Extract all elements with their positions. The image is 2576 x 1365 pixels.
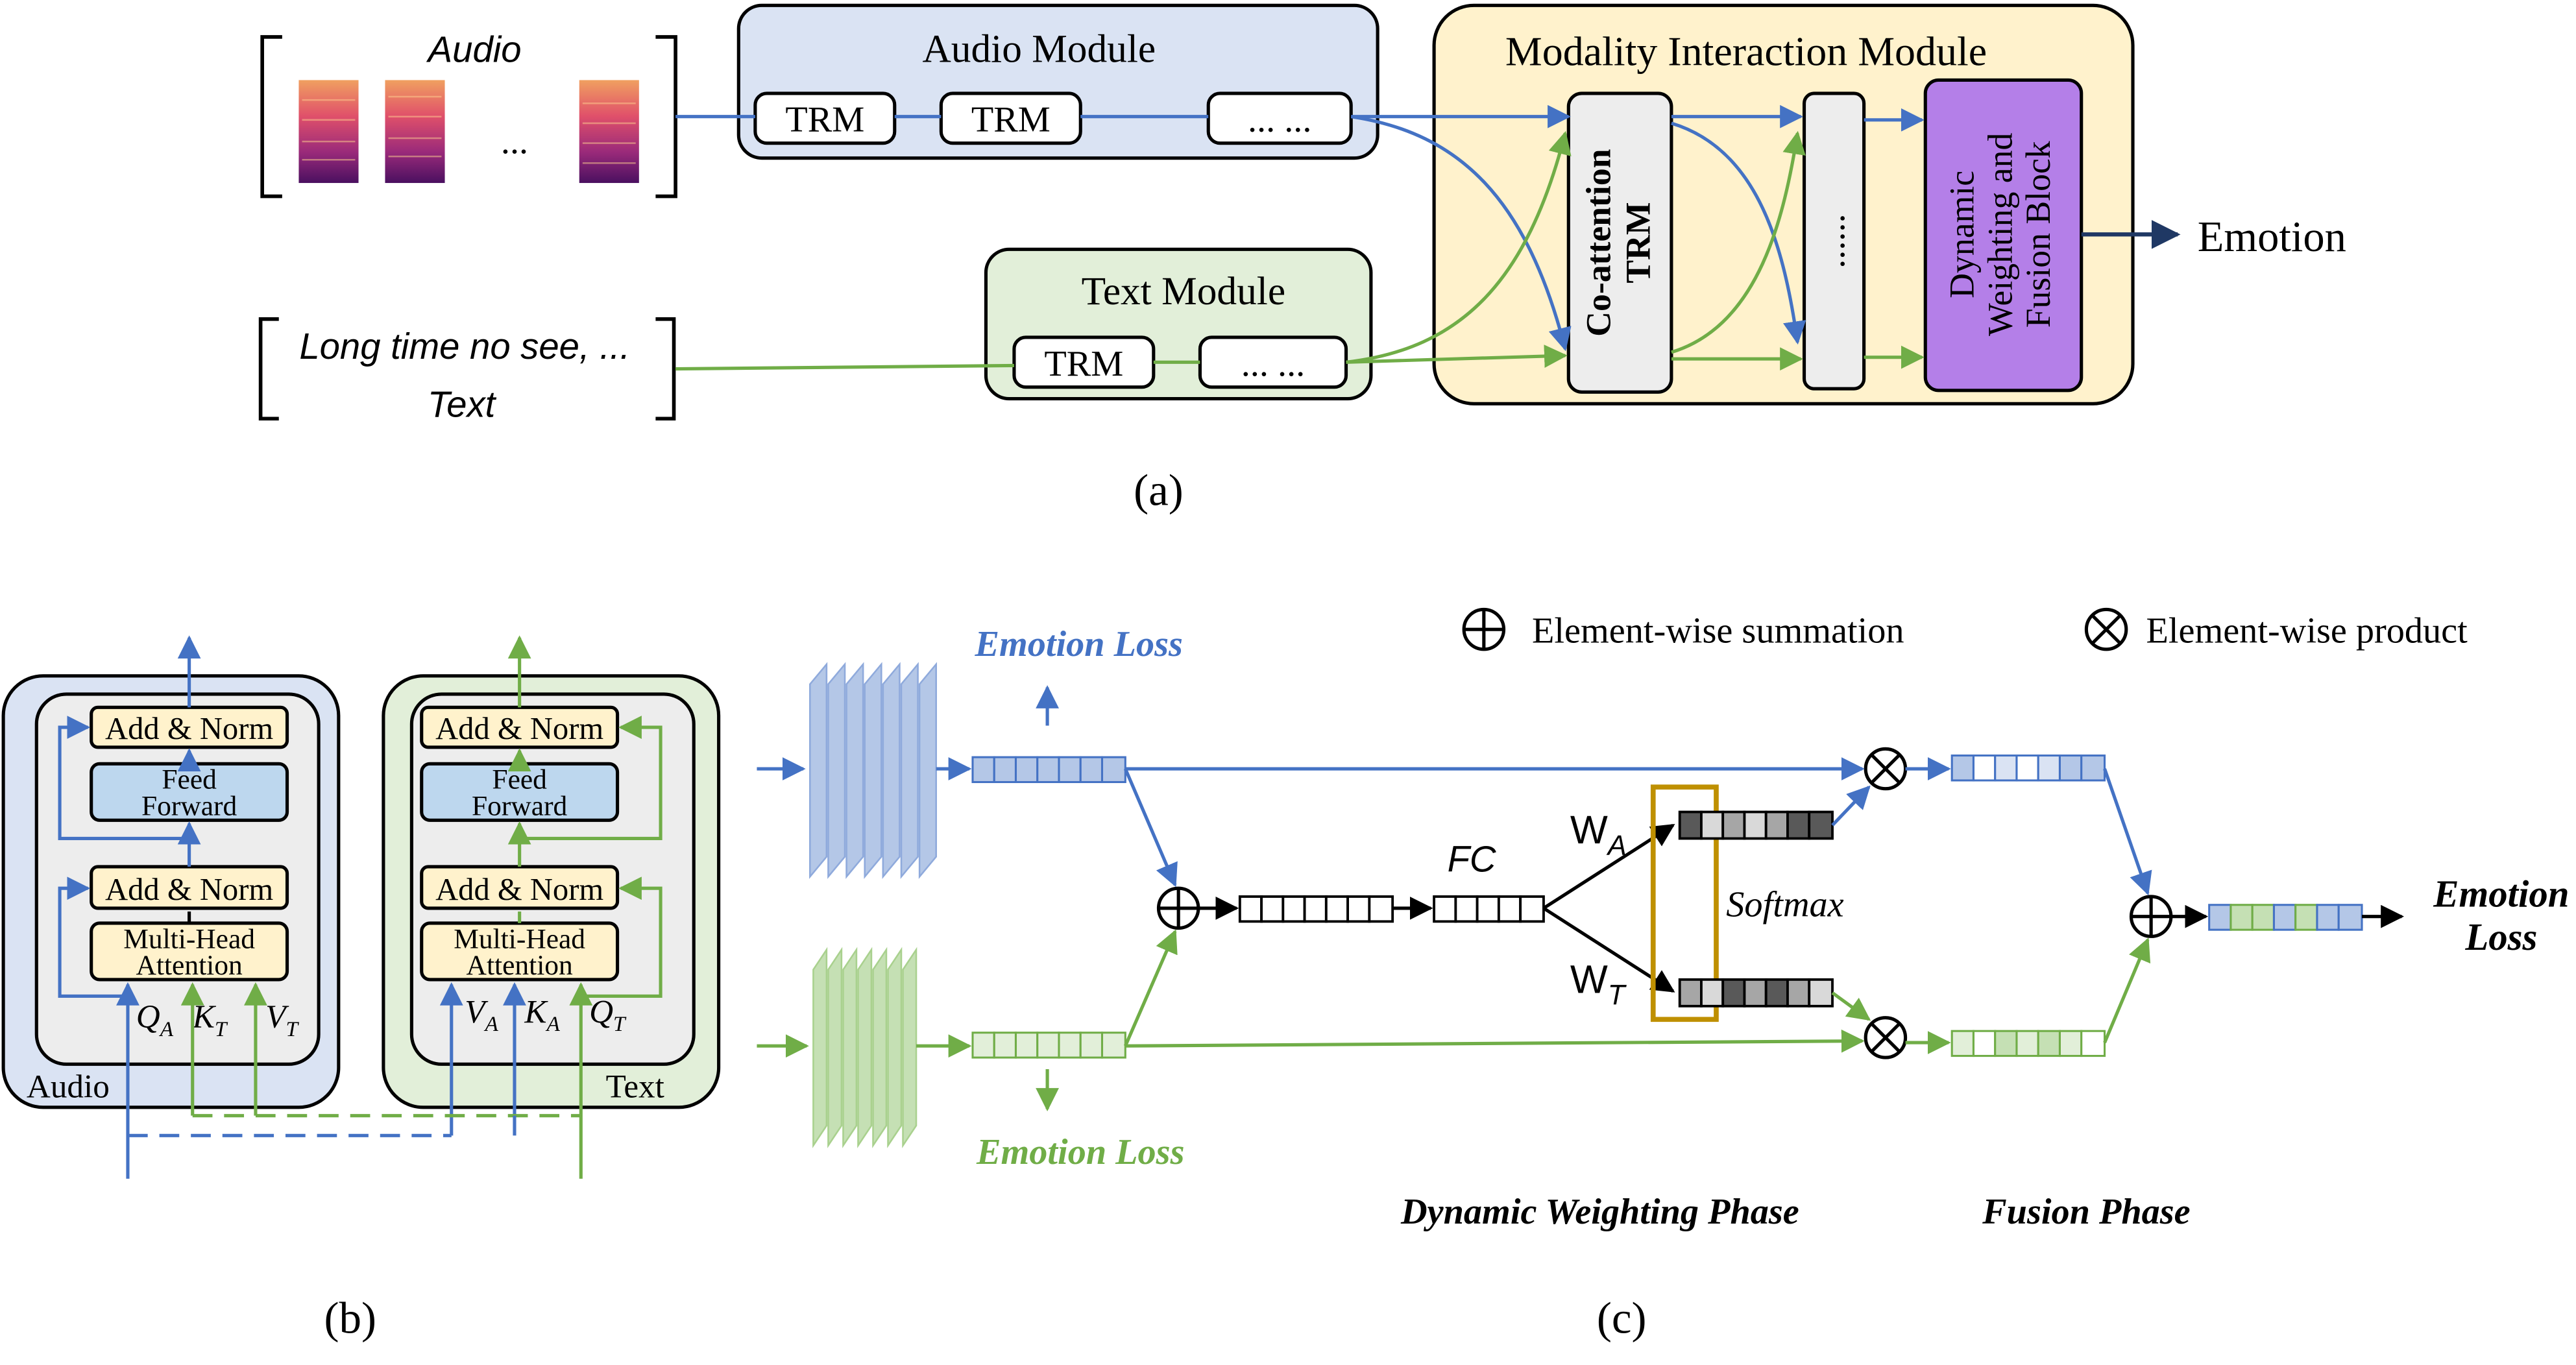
text-v-label: VA (465, 993, 498, 1036)
fusion-block-label-3: Fusion Block (2019, 141, 2058, 328)
spectrogram-image-3 (579, 80, 639, 184)
text-flow-line (675, 360, 1200, 371)
audio-module-title: Audio Module (922, 27, 1156, 71)
text-module-title: Text Module (1082, 269, 1285, 313)
coattention-trm-block (1566, 91, 1673, 394)
product-node-audio (1864, 747, 1908, 791)
text-weight-vector (1678, 978, 1834, 1008)
text-more-label: ... ... (1241, 344, 1305, 384)
fc-vector (1433, 895, 1545, 923)
emotion-loss-audio-label: Emotion Loss (974, 624, 1182, 664)
w-a-label: WA (1570, 808, 1627, 862)
caption-a: (a) (1134, 465, 1184, 514)
audio-more-label: ... ... (1248, 100, 1311, 140)
text-q-label: QT (589, 993, 627, 1036)
phase-fusion-label: Fusion Phase (1982, 1192, 2191, 1232)
caption-b: (b) (324, 1293, 376, 1343)
audio-add-norm-top-label: Add & Norm (105, 711, 273, 746)
spectrogram-image-2 (385, 80, 445, 184)
legend-sum-label: Element-wise summation (1532, 611, 1904, 651)
text-to-coattention-arrow (1346, 344, 1568, 368)
text-encoder-label: Text (606, 1068, 664, 1105)
caption-c: (c) (1597, 1293, 1647, 1343)
coattention-to-stack-text-cross (1671, 130, 1806, 354)
spectrogram-ellipsis: ... (501, 121, 528, 162)
legend-product-label: Element-wise product (2146, 611, 2468, 651)
audio-feature-vector (971, 756, 1126, 784)
audio-add-norm-bottom-label: Add & Norm (105, 872, 273, 907)
audio-v-label: VT (265, 998, 299, 1041)
sum-legend-icon (1462, 607, 1506, 651)
audio-encoder: Add & Norm Feed Forward Add & Norm Multi… (1, 635, 341, 1179)
text-feature-stack (812, 947, 917, 1148)
final-emotion-loss-label-1: Emotion (2433, 873, 2569, 915)
audio-trm-label-1: TRM (785, 100, 864, 140)
concat-vector (1238, 895, 1394, 923)
coattention-to-stack-audio-cross (1671, 121, 1806, 345)
weighted-audio-vector (1950, 755, 2106, 782)
panel-b: Add & Norm Feed Forward Add & Norm Multi… (1, 635, 721, 1343)
fusion-block-label-1: Dynamic (1942, 171, 1981, 298)
output-emotion-label: Emotion (2198, 213, 2346, 261)
softmax-box (1650, 784, 1719, 1022)
coattention-label-1: Co-attention (1579, 149, 1618, 336)
audio-input-label: Audio (426, 29, 522, 69)
fused-vector (2208, 904, 2363, 931)
spectrogram-image-1 (298, 80, 359, 184)
audio-mha-label-2: Attention (136, 950, 243, 981)
coattention-label-2: TRM (1619, 202, 1658, 283)
text-trm-label: TRM (1044, 344, 1123, 384)
audio-feed-forward-label-2: Forward (141, 791, 237, 822)
text-input-line-1: Long time no see, ... (299, 326, 630, 367)
fc-label: FC (1448, 839, 1496, 880)
mim-title: Modality Interaction Module (1505, 28, 1987, 74)
legend-sum: Element-wise summation (1462, 607, 1904, 651)
text-add-norm-top-label: Add & Norm (435, 711, 603, 746)
text-mha-label-2: Attention (467, 950, 573, 981)
emotion-loss-text-label: Emotion Loss (976, 1132, 1184, 1172)
audio-module: Audio Module TRM TRM ... ... (736, 3, 1379, 160)
text-module: Text Module TRM ... ... (984, 247, 1373, 401)
audio-q-label: QA (136, 998, 174, 1041)
stacked-layers-block (1802, 91, 1866, 391)
audio-to-coattention-lower-arrow (1350, 115, 1572, 352)
audio-weight-vector (1678, 810, 1834, 840)
panel-a: Audio ... Audio Module TRM TRM (258, 3, 2346, 514)
text-encoder: Add & Norm Feed Forward Add & Norm Multi… (382, 635, 721, 1179)
text-feed-forward-label-2: Forward (472, 791, 568, 822)
softmax-label: Softmax (1726, 885, 1843, 925)
text-feature-vector (971, 1032, 1126, 1059)
text-input-line-2: Text (428, 384, 497, 425)
panel-c: Element-wise summation Element-wise prod… (757, 607, 2570, 1343)
stacked-layers-dots: ...... (1812, 213, 1853, 268)
audio-mha-label-1: Multi-Head (123, 923, 255, 954)
weighted-text-vector (1950, 1030, 2106, 1057)
product-legend-icon (2084, 607, 2128, 651)
product-node-text (1864, 1016, 1908, 1059)
final-summation-node (2129, 895, 2173, 938)
fusion-block-label-2: Weighting and (1980, 133, 2019, 337)
text-mha-label-1: Multi-Head (454, 923, 585, 954)
final-emotion-loss-label-2: Loss (2464, 916, 2537, 958)
summation-node (1156, 886, 1200, 930)
audio-input: Audio ... (260, 29, 677, 199)
text-to-coattention-upper-arrow (1346, 130, 1572, 364)
audio-trm-label-2: TRM (971, 100, 1051, 140)
phase-dynamic-label: Dynamic Weighting Phase (1400, 1192, 1799, 1232)
text-add-norm-bottom-label: Add & Norm (435, 872, 603, 907)
text-k-label: KA (524, 993, 560, 1036)
text-input: Long time no see, ... Text (258, 317, 676, 425)
audio-feature-stack (809, 662, 937, 879)
w-t-label: WT (1570, 957, 1627, 1011)
legend-product: Element-wise product (2084, 607, 2468, 651)
audio-encoder-label: Audio (27, 1068, 110, 1105)
